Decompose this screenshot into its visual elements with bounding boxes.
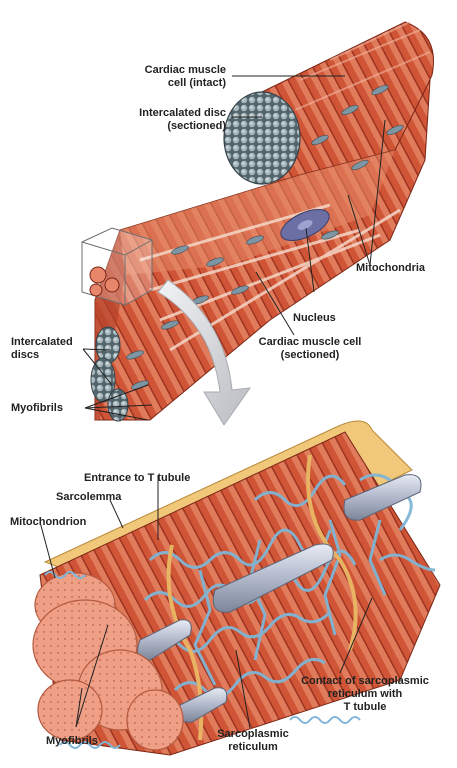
- label-line: Sarcoplasmic: [217, 728, 289, 740]
- label-line: (sectioned): [167, 120, 226, 132]
- label-intercalated-disc-sectioned: Intercalated disc (sectioned): [139, 107, 226, 133]
- label-line: Cardiac muscle: [144, 64, 226, 76]
- label-intercalated-discs: Intercalated discs: [11, 336, 73, 362]
- label-line: Contact of sarcoplasmic: [301, 675, 429, 687]
- label-myofibrils-bottom: Myofibrils: [46, 735, 98, 747]
- label-line: (sectioned): [280, 349, 340, 361]
- label-line: cell (intact): [167, 77, 226, 89]
- label-entrance-to-t-tubule: Entrance to T tubule: [84, 472, 191, 484]
- label-line: T tubule: [343, 701, 387, 713]
- cardiac-tissue-block: [81, 21, 434, 422]
- label-nucleus: Nucleus: [293, 312, 336, 324]
- label-cardiac-muscle-cell-sectioned: Cardiac muscle cell (sectioned): [255, 336, 365, 362]
- curved-down-arrow-icon: [157, 279, 252, 426]
- label-sarcoplasmic-reticulum: Sarcoplasmic reticulum: [213, 728, 293, 754]
- label-line: Intercalated: [11, 336, 73, 348]
- label-line: reticulum with: [327, 688, 403, 700]
- leader-lines: [39, 75, 386, 729]
- magnified-region-box: [81, 227, 153, 306]
- label-sarcolemma: Sarcolemma: [56, 491, 122, 503]
- magnified-cell-section: [32, 420, 441, 756]
- label-line: Intercalated disc: [139, 107, 226, 119]
- label-line: Cardiac muscle cell: [258, 336, 362, 348]
- label-line: discs: [11, 349, 40, 361]
- label-myofibrils-top: Myofibrils: [11, 402, 63, 414]
- label-mitochondrion: Mitochondrion: [10, 516, 87, 528]
- label-contact-sarcoplasmic-reticulum: Contact of sarcoplasmic reticulum with T…: [290, 675, 440, 714]
- label-line: reticulum: [228, 741, 278, 753]
- label-mitochondria: Mitochondria: [356, 262, 426, 274]
- label-cardiac-muscle-cell-intact: Cardiac muscle cell (intact): [145, 64, 226, 90]
